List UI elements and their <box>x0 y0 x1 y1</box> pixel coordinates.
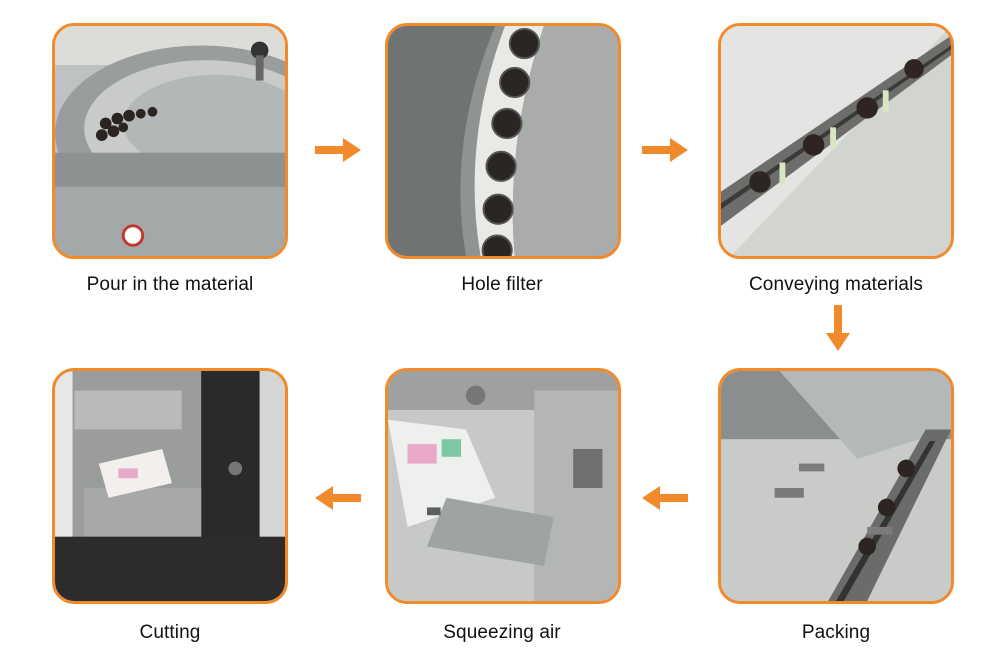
film-sealing-photo <box>385 368 621 604</box>
conveyor-track-photo <box>718 23 954 259</box>
arrow-left-icon <box>315 486 361 510</box>
hopper-bowl-photo <box>52 23 288 259</box>
arrow-down-icon <box>826 305 850 351</box>
step-label: Pour in the material <box>86 274 254 295</box>
step-label: Packing <box>801 622 871 643</box>
cutting-unit-photo <box>52 368 288 604</box>
arrow-right-icon <box>315 138 361 162</box>
step-label: Cutting <box>139 622 201 643</box>
arrow-right-icon <box>642 138 688 162</box>
step-label: Conveying materials <box>748 274 924 295</box>
step-label: Squeezing air <box>443 622 561 643</box>
perforated-disc-photo <box>385 23 621 259</box>
arrow-left-icon <box>642 486 688 510</box>
step-label: Hole filter <box>461 274 543 295</box>
packing-station-photo <box>718 368 954 604</box>
